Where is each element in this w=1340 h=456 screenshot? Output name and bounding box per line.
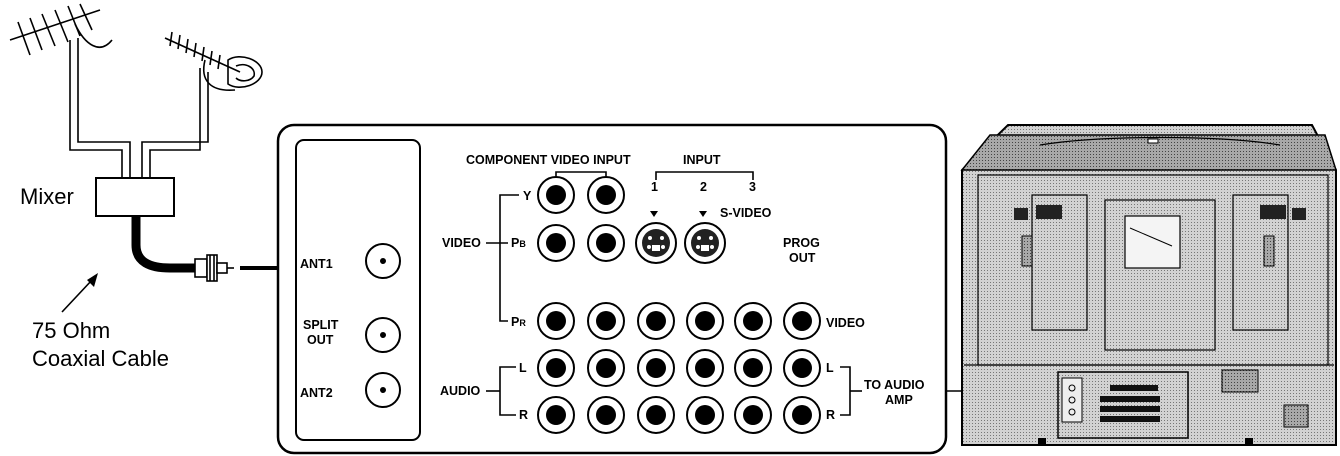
pr-sub: R [519,318,526,328]
rca-jack-pr-3 [637,302,675,340]
rca-jack-y-1 [537,176,575,214]
rca-jack-l-6 [783,349,821,387]
rca-jack-pr-1 [537,302,575,340]
pr-main: P [511,315,519,329]
rca-jack-r-3 [637,396,675,434]
antenna-subpanel [295,139,421,441]
rca-jack-pb-1 [537,224,575,262]
to-audio-amp-line2: AMP [885,393,913,407]
mixer-label: Mixer [20,184,74,209]
rca-jack-r-4 [686,396,724,434]
rca-jack-l-5 [734,349,772,387]
rca-jack-grid [537,176,821,434]
input-label: INPUT [683,153,721,167]
s-video-jack-input-2 [684,222,726,264]
s-video-jack-input-1 [635,222,677,264]
back-panel [276,123,948,455]
ant2-jack [365,372,401,408]
ant1-jack [365,243,401,279]
input-num-2: 2 [700,180,707,194]
rca-jack-r-2 [587,396,625,434]
s-video-label: S-VIDEO [720,206,772,220]
video-group-label: VIDEO [442,236,481,250]
video-right-label: VIDEO [826,316,865,330]
audio-bracket [486,366,516,416]
split-out-label-line1: SPLIT [303,318,339,332]
cable-label-line2: Coaxial Cable [32,346,169,371]
prog-out-label-line2: OUT [789,251,816,265]
pb-main: P [511,236,519,250]
split-out-jack [365,317,401,353]
s-video-marker-1 [650,211,658,217]
l-right-label: L [826,361,834,375]
mixer-box [95,177,175,217]
rca-jack-r-1 [537,396,575,434]
input-num-1: 1 [651,180,658,194]
r-right-label: R [826,408,835,422]
rca-jack-l-4 [686,349,724,387]
coax-connector-icon [194,254,234,282]
rca-jack-r-6 [783,396,821,434]
rca-jack-pb-2 [587,224,625,262]
to-audio-amp-line1: TO AUDIO [864,378,925,392]
ant1-label: ANT1 [300,257,333,271]
rca-jack-r-5 [734,396,772,434]
ant2-label: ANT2 [300,386,333,400]
audio-group-label: AUDIO [440,384,481,398]
input-num-3: 3 [749,180,756,194]
rca-jack-pr-2 [587,302,625,340]
rca-jack-pr-6 [783,302,821,340]
prog-out-label-line1: PROG [783,236,820,250]
rca-jack-l-2 [587,349,625,387]
pb-label: PB [511,236,526,250]
cable-pointer-arrow [61,273,98,313]
to-audio-amp-bracket [840,366,862,416]
coaxial-cable [131,216,195,273]
rca-jack-pr-4 [686,302,724,340]
cable-label-line1: 75 Ohm [32,318,110,343]
pb-sub: B [519,239,526,249]
component-video-input-label: COMPONENT VIDEO INPUT [466,153,631,167]
vhf-antenna-icon [9,3,113,125]
s-video-marker-2 [699,211,707,217]
pr-label: PR [511,315,526,329]
video-bracket [486,194,519,322]
r-label: R [519,408,528,422]
uhf-antenna-icon [164,31,263,125]
tv-rear-illustration [960,124,1338,446]
rca-jack-l-3 [637,349,675,387]
y-label: Y [523,189,532,203]
rca-jack-y-2 [587,176,625,214]
rca-jack-l-1 [537,349,575,387]
split-out-label-line2: OUT [307,333,334,347]
rca-jack-pr-5 [734,302,772,340]
l-label: L [519,361,527,375]
